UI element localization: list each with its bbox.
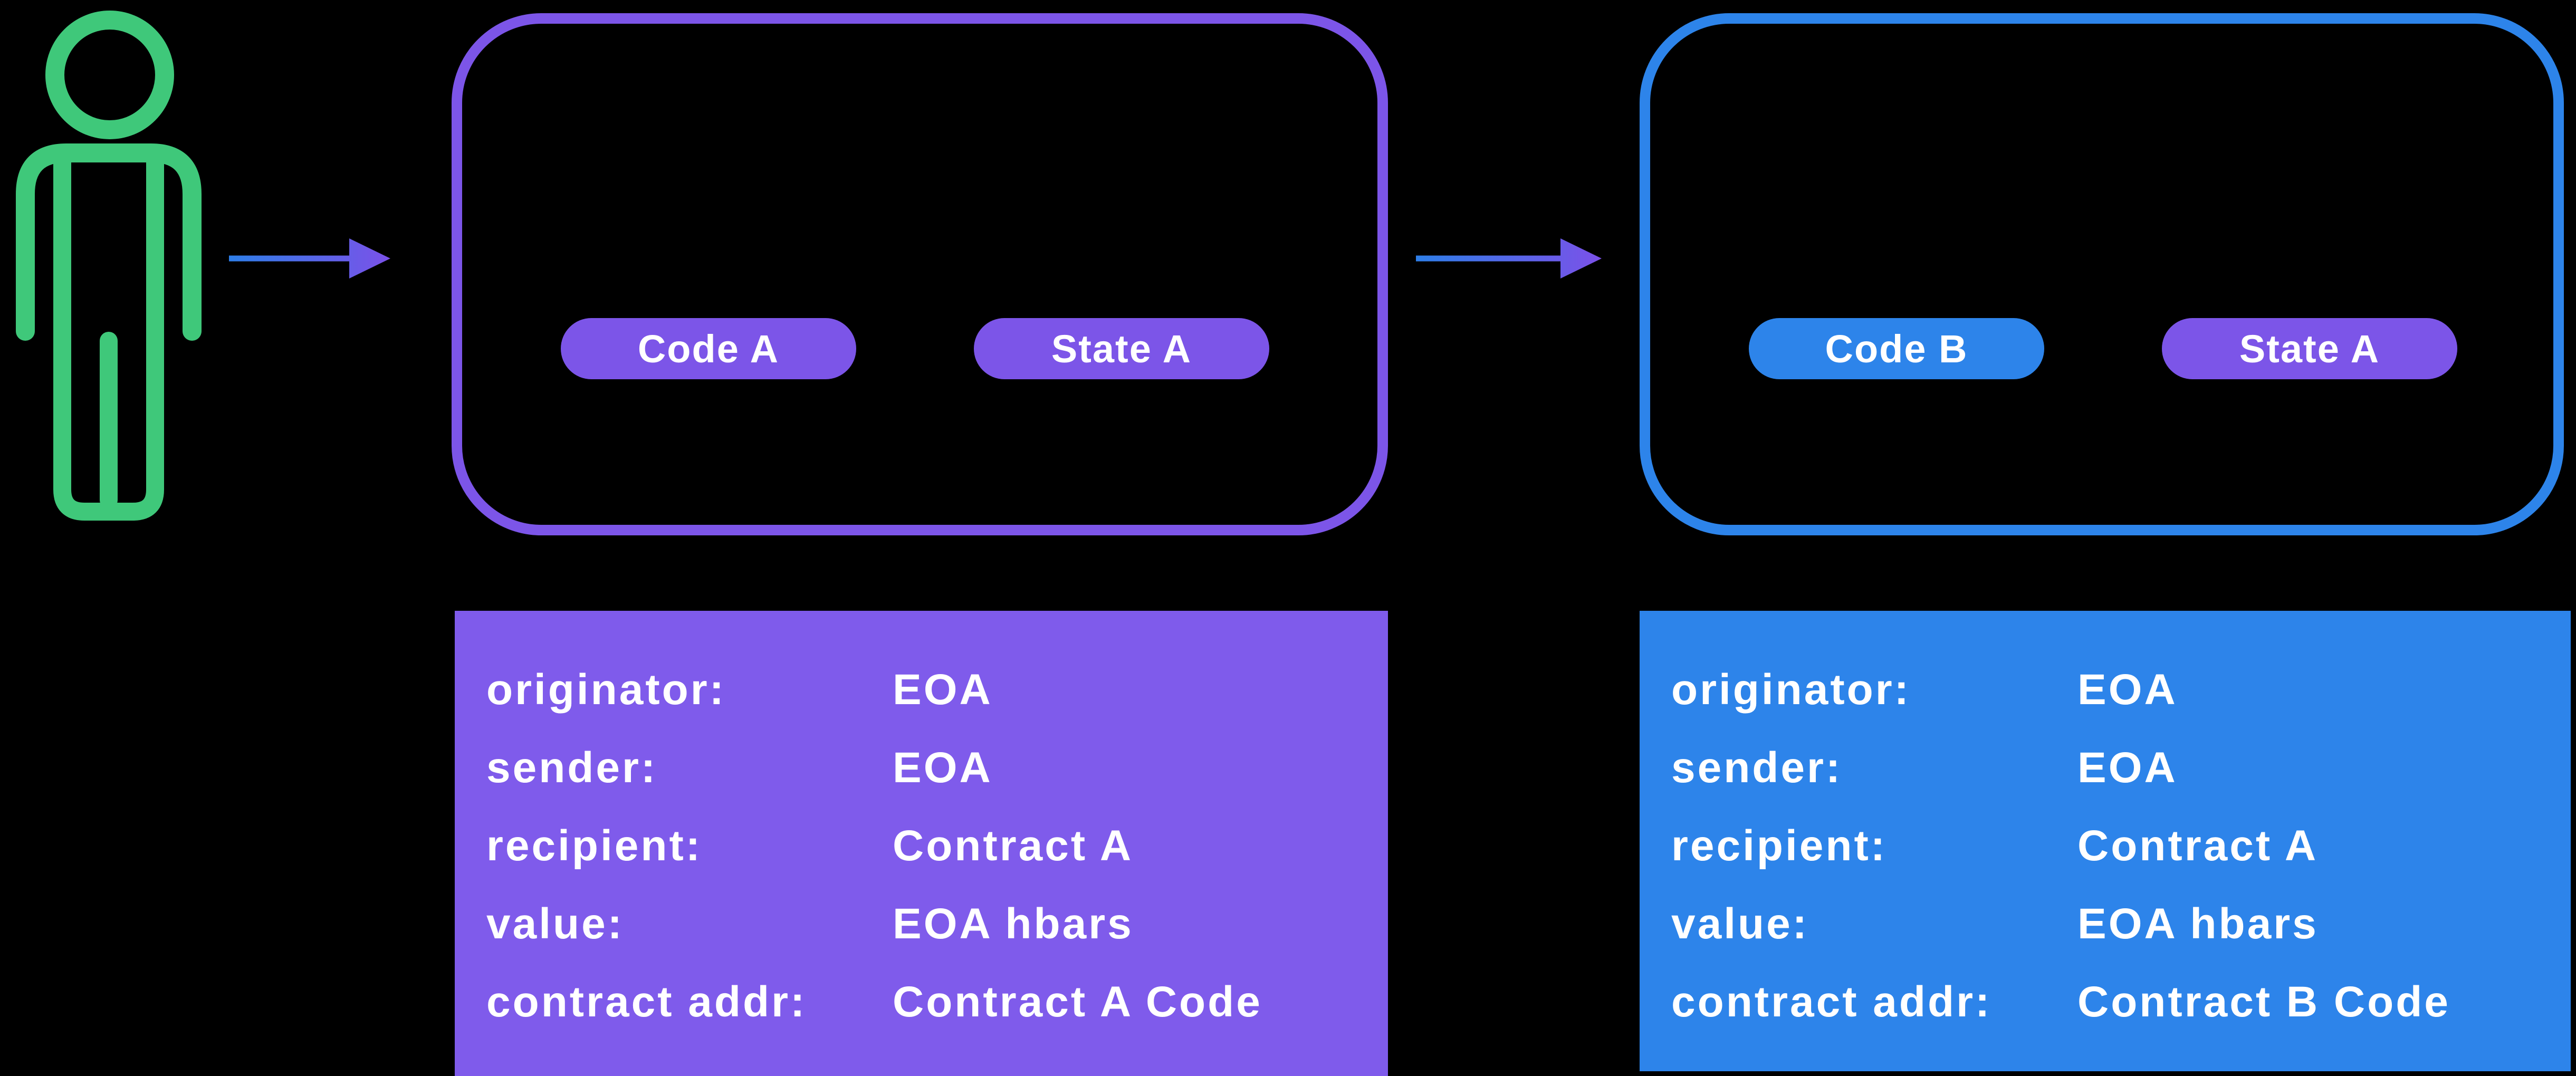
detail-label: sender: — [486, 744, 658, 792]
detail-row: sender: EOA — [1671, 729, 2571, 807]
detail-row: recipient: Contract A — [1671, 807, 2571, 885]
detail-row: sender: EOA — [486, 729, 1388, 807]
detail-label: contract addr: — [486, 978, 807, 1026]
arrow-right-icon — [229, 238, 390, 278]
detail-label: originator: — [486, 666, 726, 714]
detail-value: Contract B Code — [2077, 978, 2450, 1026]
detail-value: Contract A — [893, 822, 1134, 870]
state-a-pill-label: State A — [1051, 326, 1192, 371]
detail-label: originator: — [1671, 666, 1911, 714]
contract-a-detail-panel: originator: EOA sender: EOA recipient: C… — [455, 611, 1388, 1076]
detail-label: contract addr: — [1671, 978, 1992, 1026]
detail-row: recipient: Contract A — [486, 807, 1388, 885]
state-a-pill-label: State A — [2239, 326, 2380, 371]
detail-value: EOA — [893, 744, 993, 792]
detail-value: EOA hbars — [893, 900, 1134, 948]
detail-value: Contract A Code — [893, 978, 1262, 1026]
contract-b-box: Code B State A — [1640, 13, 2564, 535]
code-b-pill: Code B — [1749, 318, 2044, 379]
detail-value: EOA — [893, 666, 993, 714]
detail-row: originator: EOA — [486, 651, 1388, 729]
detail-label: value: — [1671, 900, 1809, 948]
detail-label: recipient: — [1671, 822, 1888, 870]
detail-label: recipient: — [486, 822, 703, 870]
detail-row: originator: EOA — [1671, 651, 2571, 729]
detail-row: value: EOA hbars — [486, 885, 1388, 963]
arrow-right-icon — [1416, 238, 1602, 278]
detail-row: value: EOA hbars — [1671, 885, 2571, 963]
detail-row: contract addr: Contract B Code — [1671, 963, 2571, 1041]
detail-value: EOA — [2077, 744, 2178, 792]
code-b-pill-label: Code B — [1825, 326, 1968, 371]
state-a-pill: State A — [2162, 318, 2457, 379]
detail-value: EOA — [2077, 666, 2178, 714]
contract-b-detail-panel: originator: EOA sender: EOA recipient: C… — [1640, 611, 2571, 1071]
code-a-pill: Code A — [561, 318, 856, 379]
detail-label: value: — [486, 900, 624, 948]
detail-label: sender: — [1671, 744, 1843, 792]
state-a-pill: State A — [974, 318, 1269, 379]
person-icon — [16, 11, 202, 521]
detail-value: Contract A — [2077, 822, 2319, 870]
detail-row: contract addr: Contract A Code — [486, 963, 1388, 1041]
contract-a-box: Code A State A — [452, 13, 1388, 535]
detail-value: EOA hbars — [2077, 900, 2319, 948]
code-a-pill-label: Code A — [637, 326, 780, 371]
